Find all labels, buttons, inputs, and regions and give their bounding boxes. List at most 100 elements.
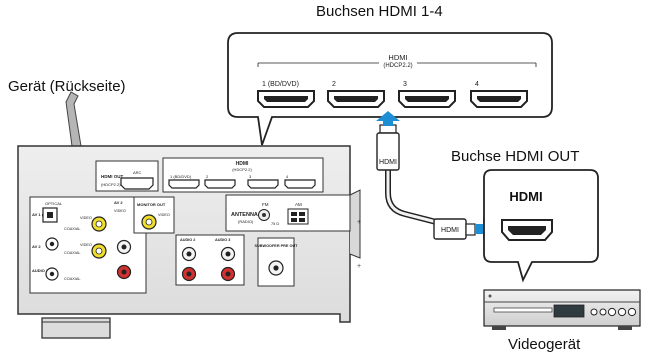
target-hdmi-label: HDMI <box>509 189 542 204</box>
antenna-rod <box>65 91 82 147</box>
callout-bubble <box>227 32 553 146</box>
av2-top-label: AV 2 <box>114 200 123 205</box>
panel-hdmi-port-3[interactable] <box>247 179 279 189</box>
audio-l-pin <box>121 244 127 250</box>
video-jacks <box>91 216 107 259</box>
player-foot-left <box>492 326 506 330</box>
panel-hdmi-port-2[interactable] <box>204 179 236 189</box>
zoom-port-label: 2 <box>332 81 336 88</box>
video-device-label: Videogerät <box>508 336 581 353</box>
video-label-2: VIDEO <box>80 243 92 247</box>
zoom-port-label: 3 <box>403 81 407 88</box>
side-plug-tip <box>465 223 476 236</box>
audio2-r-pin <box>186 271 192 277</box>
top-plug-tip <box>379 124 397 134</box>
video-label-1: VIDEO <box>80 216 92 220</box>
video-player <box>483 289 641 330</box>
hdmi-out-callout: HDMI <box>483 169 599 283</box>
am-term-c <box>291 218 297 222</box>
player-button-4[interactable] <box>617 307 627 317</box>
av2-label: AV 2 <box>32 244 41 249</box>
am-label: AM <box>295 202 302 207</box>
hdmi-cable: HDMI HDMI <box>376 124 476 240</box>
player-button-5[interactable] <box>627 307 637 317</box>
audio2-label: AUDIO 2 <box>180 238 195 242</box>
zoom-hdmi-port-slot <box>334 96 378 102</box>
top-plug-label: HDMI <box>379 159 397 166</box>
optical-jack-inner <box>47 212 53 218</box>
fm-jack-pin <box>262 213 266 217</box>
zoom-port-label: 1 (BD/DVD) <box>262 81 299 88</box>
monitor-out-jack-inner <box>145 218 153 226</box>
coaxial-jack-2-pin <box>49 271 55 277</box>
zoom-hdmi-port-slot <box>405 96 449 102</box>
coaxial-jack-1-pin <box>49 241 55 247</box>
antenna-label: ANTENNA <box>231 212 258 218</box>
hdmi-out-port-slot <box>508 226 546 235</box>
audio-r-pin <box>121 269 127 275</box>
panel-hdmi-title: HDMI <box>236 161 249 167</box>
small-hdmi-ports: 1 (BD/DVD) 2 3 4 <box>168 174 316 189</box>
side-mark-2: + <box>357 263 361 270</box>
zoom-hdmi-port-slot <box>264 96 308 102</box>
player-button-3[interactable] <box>607 307 617 317</box>
hdmi-out-port-small[interactable] <box>120 177 154 190</box>
ohm-label: 75 Ω <box>271 222 279 226</box>
coaxial-label-3: COAXIAL <box>64 277 80 281</box>
audio23-jacks <box>181 246 236 282</box>
player-button-2[interactable] <box>599 308 607 316</box>
hdmi-inputs-label: Buchsen HDMI 1-4 <box>316 3 443 20</box>
up-arrow <box>376 111 400 126</box>
panel-port-label: 4 <box>286 174 289 179</box>
coaxial-jacks <box>45 237 59 281</box>
coaxial-label-1: COAXIAL <box>64 227 80 231</box>
video-jack-2-inner <box>95 247 103 255</box>
subwoofer-pin <box>273 265 279 271</box>
player-tray <box>493 307 553 313</box>
av1-label: AV 1 (TV) <box>32 212 50 217</box>
zoom-hdmi-port-slot <box>477 96 521 102</box>
hdmi-out-sub-label: (HDCP2.2) <box>101 182 121 187</box>
monitor-video-label: VIDEO <box>158 213 170 217</box>
audio1-label: AUDIO 1 <box>32 268 49 273</box>
panel-hdmi-subtitle: (HDCP2.2) <box>232 167 252 172</box>
panel-port-label: 2 <box>206 174 209 179</box>
receiver: + + HDMI OUT (HDCP2.2) ARC HDMI (HDCP2.2… <box>17 91 361 339</box>
side-mark: + <box>357 219 361 226</box>
zoom-hdmi-subtitle: (HDCP2.2) <box>383 63 412 69</box>
cable-core <box>386 150 446 226</box>
monitor-out-label: MONITOR OUT <box>137 202 166 207</box>
optical-label: OPTICAL <box>45 201 63 206</box>
player-led <box>488 294 492 298</box>
arc-label: ARC <box>133 170 142 175</box>
audio3-r-pin <box>225 271 231 277</box>
audio2-l-pin <box>186 251 192 257</box>
zoom-port-label: 4 <box>475 81 479 88</box>
panel-hdmi-port-1[interactable] <box>168 179 200 189</box>
player-foot-right <box>618 326 632 330</box>
am-term-d <box>299 218 305 222</box>
panel-hdmi-port-4[interactable] <box>284 179 316 189</box>
player-display <box>553 304 585 318</box>
subwoofer-label: SUBWOOFER PRE OUT <box>254 244 298 248</box>
am-term-b <box>299 212 305 216</box>
player-button-1[interactable] <box>590 308 598 316</box>
side-plug-label: HDMI <box>441 227 459 234</box>
device-label: Gerät (Rückseite) <box>8 78 126 95</box>
video-label-3: VIDEO <box>114 209 126 213</box>
coaxial-label-2: COAXIAL <box>64 251 80 255</box>
audio3-l-pin <box>225 251 231 257</box>
panel-port-label: 3 <box>249 174 252 179</box>
fm-label: FM <box>262 202 269 207</box>
hdmi-out-label: HDMI OUT <box>101 174 123 179</box>
panel-port-label: 1 (BD/DVD) <box>170 174 192 179</box>
am-term-a <box>291 212 297 216</box>
hdmi-out-jack-label: Buchse HDMI OUT <box>451 148 580 165</box>
receiver-foot <box>41 317 111 339</box>
top-plug-body <box>376 132 400 171</box>
zoom-hdmi-ports: 1 (BD/DVD) 2 3 4 <box>257 81 528 108</box>
audio-jacks-left <box>116 239 132 280</box>
